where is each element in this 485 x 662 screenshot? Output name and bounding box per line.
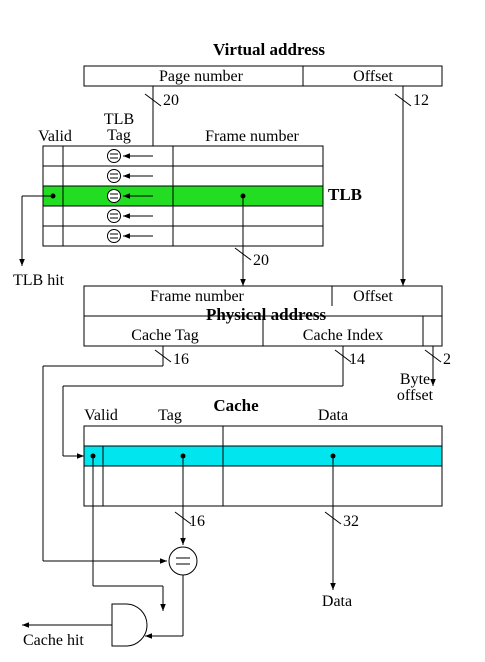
pa-offset-field: Offset — [353, 288, 393, 305]
cache-tag-field: Cache Tag — [131, 327, 198, 344]
equality-comparator-icon — [168, 546, 198, 576]
tlb-tag-header-line1: TLB — [104, 111, 134, 128]
tlb-tag-header-line2: Tag — [107, 127, 131, 144]
page-number-width: 20 — [163, 92, 179, 109]
cache-tag-width: 16 — [173, 351, 189, 368]
tlb-compare-icon — [107, 169, 121, 183]
tlb-comparators — [107, 149, 153, 243]
and-gate-icon — [111, 603, 148, 647]
tlb-compare-icon — [107, 189, 121, 203]
virtual-address-register — [83, 65, 443, 87]
cache-index-field: Cache Index — [303, 327, 383, 344]
byte-offset-label-line2: offset — [397, 387, 434, 404]
data-output-label: Data — [322, 593, 352, 610]
page-number-field: Page number — [159, 68, 244, 85]
va-offset-field: Offset — [353, 68, 393, 85]
tlb-valid-header: Valid — [38, 128, 72, 145]
physical-address-register — [83, 285, 443, 347]
tlb-hit-label: TLB hit — [13, 272, 65, 289]
offset-width: 12 — [413, 92, 429, 109]
cache-title: Cache — [213, 396, 259, 415]
cache-valid-header: Valid — [84, 407, 118, 424]
tlb-frame-header: Frame number — [205, 128, 299, 145]
tlb-hit-row — [43, 186, 323, 206]
cache-index-width: 14 — [349, 351, 365, 368]
cache-hit-row — [84, 446, 442, 466]
cache-data-width: 32 — [343, 513, 359, 530]
byte-offset-width: 2 — [443, 351, 451, 368]
pa-frame-number-field: Frame number — [150, 288, 244, 305]
cache-hit-label: Cache hit — [23, 632, 84, 649]
virtual-address-title: Virtual address — [213, 40, 325, 59]
physical-address-title: Physical address — [206, 305, 327, 324]
tlb-title: TLB — [328, 185, 362, 204]
tlb-compare-icon — [107, 229, 121, 243]
cache-table — [83, 425, 443, 507]
tlb-table — [42, 145, 324, 247]
cache-tag-out-width: 16 — [189, 513, 205, 530]
frame-number-width: 20 — [253, 252, 269, 269]
byte-offset-label-line1: Byte — [400, 371, 430, 388]
tlb-compare-icon — [107, 149, 121, 163]
cache-data-header: Data — [318, 407, 348, 424]
tlb-compare-icon — [107, 209, 121, 223]
cache-tag-header: Tag — [158, 407, 182, 424]
